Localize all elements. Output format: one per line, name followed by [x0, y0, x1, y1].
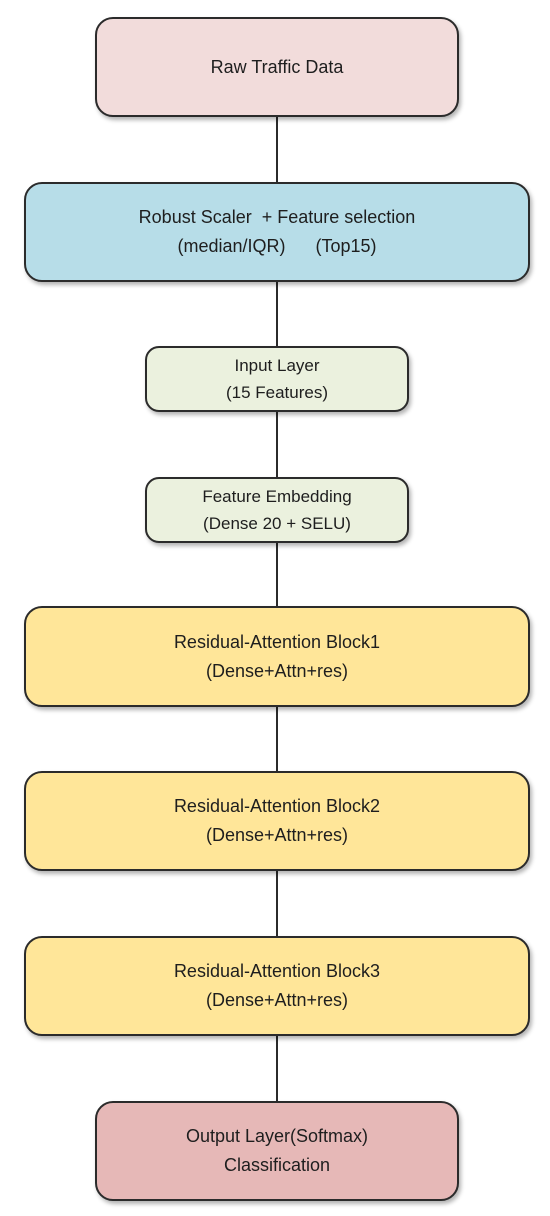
- connector-input-to-embedding: [276, 411, 278, 479]
- connector-raw-to-scaler: [276, 116, 278, 184]
- scaler-label-line1: Robust Scaler + Feature selection: [138, 207, 416, 227]
- block1-label-line1: Residual-Attention Block1: [173, 631, 381, 652]
- input-layer-label-line2: (15 Features): [225, 383, 329, 402]
- block3-label-line2: (Dense+Attn+res): [205, 990, 349, 1010]
- connector-block1-to-block2: [276, 706, 278, 773]
- output-layer-label-line2: Classification: [223, 1155, 331, 1175]
- connector-block3-to-output: [276, 1035, 278, 1103]
- connector-block2-to-block3: [276, 870, 278, 938]
- output-layer-node: Output Layer(Softmax) Classification: [95, 1101, 459, 1201]
- residual-block2-node: Residual-Attention Block2 (Dense+Attn+re…: [24, 771, 530, 871]
- block1-label-line2: (Dense+Attn+res): [205, 660, 349, 681]
- scaler-label-line2: (median/IQR) (Top15): [177, 236, 377, 256]
- input-layer-node: Input Layer (15 Features): [145, 346, 409, 412]
- raw-data-label: Raw Traffic Data: [210, 56, 344, 77]
- embedding-label-line1: Feature Embedding: [202, 487, 352, 506]
- raw-data-node: Raw Traffic Data: [95, 17, 459, 117]
- block2-label-line1: Residual-Attention Block2: [173, 796, 381, 816]
- embedding-node: Feature Embedding (Dense 20 + SELU): [145, 477, 409, 543]
- block3-label-line1: Residual-Attention Block3: [173, 961, 381, 981]
- residual-block1-node: Residual-Attention Block1 (Dense+Attn+re…: [24, 606, 530, 707]
- scaler-node: Robust Scaler + Feature selection (media…: [24, 182, 530, 282]
- connector-embedding-to-block1: [276, 542, 278, 608]
- embedding-label-line2: (Dense 20 + SELU): [203, 514, 351, 533]
- block2-label-line2: (Dense+Attn+res): [205, 825, 349, 845]
- residual-block3-node: Residual-Attention Block3 (Dense+Attn+re…: [24, 936, 530, 1036]
- connector-scaler-to-input: [276, 280, 278, 348]
- output-layer-label-line1: Output Layer(Softmax): [185, 1126, 369, 1146]
- input-layer-label-line1: Input Layer: [234, 356, 320, 375]
